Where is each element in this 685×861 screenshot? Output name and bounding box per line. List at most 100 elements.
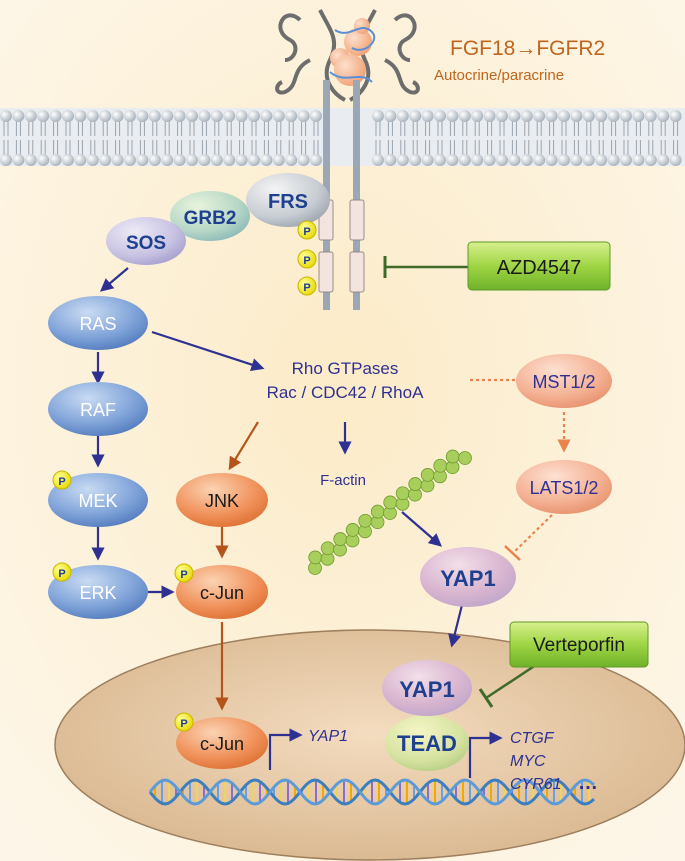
lipid-head bbox=[99, 154, 112, 166]
lipid-head bbox=[409, 110, 422, 122]
lipid-head bbox=[483, 110, 496, 122]
cjun-nuclear-label: c-Jun bbox=[200, 734, 244, 754]
lipid-head bbox=[12, 110, 25, 122]
ras-node bbox=[48, 296, 148, 350]
mek-node bbox=[48, 473, 148, 527]
lipid-head bbox=[372, 154, 384, 166]
lipid-head bbox=[632, 154, 645, 166]
lipid-head bbox=[223, 110, 236, 122]
raf-node bbox=[48, 382, 148, 436]
lipid-head bbox=[496, 110, 508, 122]
lipid-head bbox=[186, 154, 198, 166]
lipid-head bbox=[210, 154, 223, 166]
actin-monomer bbox=[320, 541, 335, 556]
lipid-head bbox=[12, 154, 25, 166]
lats-label: LATS1/2 bbox=[530, 478, 599, 498]
lipid-head bbox=[272, 110, 285, 122]
gene-yap1: YAP1 bbox=[308, 728, 348, 745]
gene-ellipsis: … bbox=[578, 772, 598, 794]
lipid-head bbox=[86, 110, 99, 122]
receptor-phospho-sites: P P P bbox=[297, 220, 317, 296]
sos-node bbox=[106, 217, 186, 265]
actin-monomer bbox=[308, 550, 323, 565]
yap1-nuclear-label: YAP1 bbox=[399, 677, 454, 702]
lipid-head bbox=[384, 154, 397, 166]
lipid-head bbox=[136, 110, 149, 122]
lipid-head bbox=[198, 110, 211, 122]
lipid-head bbox=[210, 110, 223, 122]
rho-gtpases-members: Rac / CDC42 / RhoA bbox=[267, 383, 424, 402]
lipid-head bbox=[297, 110, 310, 122]
lipid-head bbox=[533, 154, 546, 166]
actin-monomer bbox=[445, 449, 460, 464]
dna-strand bbox=[148, 778, 595, 806]
lipid-head bbox=[260, 154, 273, 166]
lipid-head bbox=[421, 154, 434, 166]
lipid-head bbox=[248, 110, 260, 122]
lipid-head bbox=[545, 154, 558, 166]
lipid-head bbox=[508, 110, 521, 122]
lipid-head bbox=[471, 110, 484, 122]
lipid-head bbox=[520, 110, 533, 122]
cjun-nuclear-node bbox=[176, 717, 268, 769]
lipid-head bbox=[558, 154, 570, 166]
phospho-label: P bbox=[58, 476, 65, 488]
lipid-head bbox=[272, 154, 285, 166]
yap1-cytoplasmic-label: YAP1 bbox=[440, 566, 495, 591]
lipid-head bbox=[607, 154, 620, 166]
lipid-head bbox=[49, 154, 62, 166]
actin-monomer bbox=[370, 504, 385, 519]
lipid-head bbox=[260, 110, 273, 122]
lipid-head bbox=[74, 154, 87, 166]
lats-node bbox=[516, 460, 612, 514]
lipid-head bbox=[173, 154, 186, 166]
cjun-nuclear-phospho bbox=[174, 712, 194, 732]
mst-node bbox=[516, 354, 612, 408]
lipid-head bbox=[558, 110, 570, 122]
lipid-head bbox=[310, 110, 322, 122]
lipid-head bbox=[384, 110, 397, 122]
gene-ctgf: CTGF bbox=[510, 730, 555, 747]
lipid-head bbox=[37, 110, 50, 122]
lipid-head bbox=[570, 154, 583, 166]
grb2-node bbox=[170, 191, 250, 241]
lipid-head bbox=[582, 154, 595, 166]
mek-label: MEK bbox=[78, 491, 117, 511]
azd4547-inhibitor bbox=[467, 241, 611, 291]
lipid-head bbox=[24, 154, 37, 166]
lipid-head bbox=[62, 110, 74, 122]
cell-membrane bbox=[0, 108, 685, 166]
lipid-head bbox=[669, 110, 682, 122]
cjun-label: c-Jun bbox=[200, 583, 244, 603]
actin-monomer bbox=[345, 523, 360, 537]
lipid-head bbox=[186, 110, 198, 122]
lipid-head bbox=[434, 110, 446, 122]
actin-monomer bbox=[458, 451, 472, 465]
lipid-head bbox=[37, 154, 50, 166]
lipid-head bbox=[62, 154, 74, 166]
lipid-head bbox=[483, 154, 496, 166]
phospho-label: P bbox=[303, 255, 310, 267]
dna-strand bbox=[148, 778, 595, 806]
lipid-head bbox=[434, 154, 446, 166]
lipid-head bbox=[0, 154, 12, 166]
lipid-head bbox=[285, 154, 298, 166]
actin-monomer bbox=[333, 532, 348, 546]
jnk-node bbox=[176, 473, 268, 527]
f-actin-label: F-actin bbox=[320, 472, 366, 489]
lipid-head bbox=[310, 154, 322, 166]
lipid-head bbox=[161, 110, 174, 122]
lipid-head bbox=[74, 110, 87, 122]
lipid-head bbox=[669, 154, 682, 166]
dna-helix bbox=[148, 778, 595, 806]
lipid-head bbox=[285, 110, 298, 122]
actin-monomer bbox=[358, 513, 373, 528]
lipid-head bbox=[372, 110, 384, 122]
jnk-label: JNK bbox=[205, 491, 239, 511]
phospho-label: P bbox=[180, 569, 187, 581]
lipid-head bbox=[620, 110, 632, 122]
lipid-head bbox=[223, 154, 236, 166]
actin-monomer bbox=[420, 468, 435, 482]
